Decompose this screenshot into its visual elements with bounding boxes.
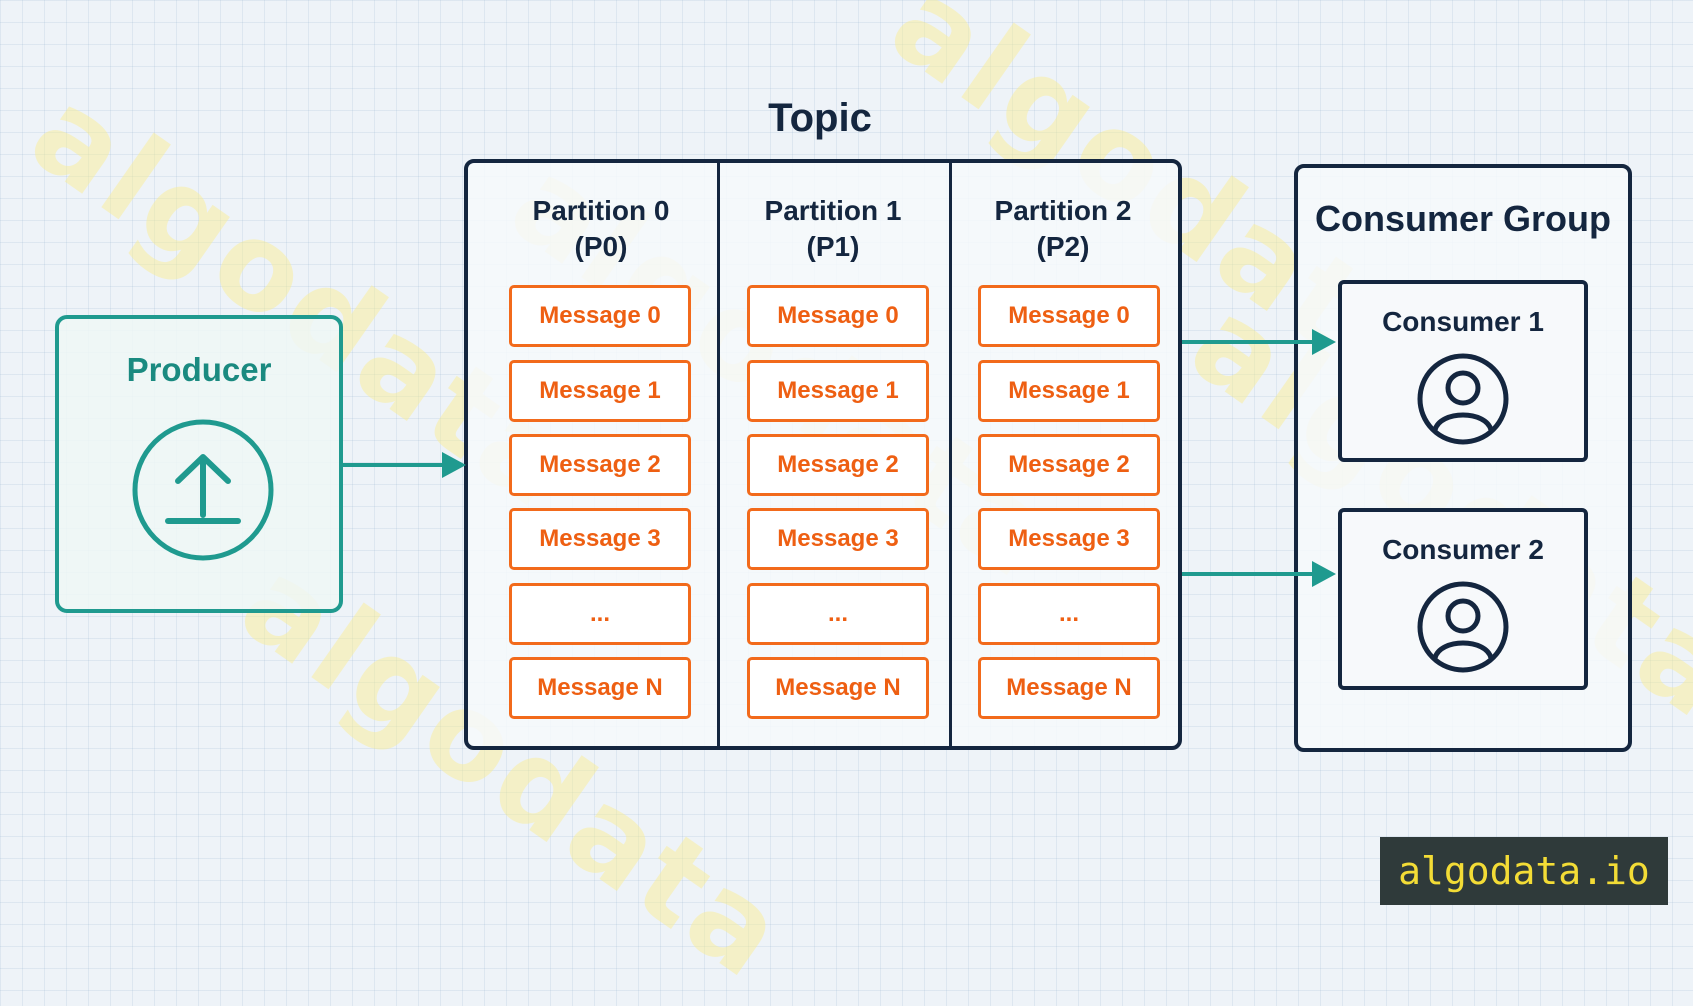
partition-divider (717, 163, 720, 746)
consumer-group-title: Consumer Group (1314, 198, 1611, 239)
message-item: Message N (509, 657, 691, 719)
partition-name: Partition 1 (764, 195, 902, 226)
consumer-1-box: Consumer 1 (1338, 280, 1588, 462)
partition-id: (P2) (1036, 231, 1090, 262)
message-item: Message 1 (747, 360, 929, 422)
partition-divider (949, 163, 952, 746)
partition-id: (P0) (574, 231, 628, 262)
connector-arrows (343, 329, 1336, 587)
message-item: Message 3 (747, 508, 929, 570)
partition-0-header: Partition 0 (P0) (485, 193, 717, 265)
message-item: Message 2 (747, 434, 929, 496)
producer-box: Producer (55, 315, 343, 613)
arrow-topic-to-consumer-1 (1182, 329, 1336, 355)
partition-id: (P1) (806, 231, 860, 262)
message-item: Message 1 (978, 360, 1160, 422)
partition-name: Partition 2 (994, 195, 1132, 226)
message-item: Message 0 (747, 285, 929, 347)
message-item: ... (978, 583, 1160, 645)
partition-1-header: Partition 1 (P1) (717, 193, 949, 265)
message-item: Message 0 (978, 285, 1160, 347)
consumer-title: Consumer 1 (1382, 306, 1544, 337)
message-item: Message N (978, 657, 1160, 719)
user-icon (1417, 353, 1509, 445)
partition-name: Partition 0 (532, 195, 670, 226)
user-icon (1417, 581, 1509, 673)
message-item: Message 3 (509, 508, 691, 570)
arrow-producer-to-topic (343, 452, 466, 478)
brand-logo-text: algodata.io (1398, 849, 1650, 893)
message-item: ... (747, 583, 929, 645)
message-item: Message 1 (509, 360, 691, 422)
partition-2-header: Partition 2 (P2) (947, 193, 1179, 265)
consumer-title: Consumer 2 (1382, 534, 1544, 565)
consumer-2-box: Consumer 2 (1338, 508, 1588, 690)
message-item: Message 3 (978, 508, 1160, 570)
message-item: ... (509, 583, 691, 645)
message-item: Message 2 (509, 434, 691, 496)
message-item: Message 2 (978, 434, 1160, 496)
brand-logo-badge: algodata.io (1380, 837, 1668, 905)
topic-box: Partition 0 (P0) Message 0 Message 1 Mes… (464, 159, 1182, 750)
upload-icon (132, 419, 274, 561)
arrow-topic-to-consumer-2 (1182, 561, 1336, 587)
message-item: Message 0 (509, 285, 691, 347)
topic-title: Topic (768, 96, 872, 140)
producer-title: Producer (126, 351, 272, 388)
consumer-group-box: Consumer Group Consumer 1 Consumer 2 (1294, 164, 1632, 752)
message-item: Message N (747, 657, 929, 719)
